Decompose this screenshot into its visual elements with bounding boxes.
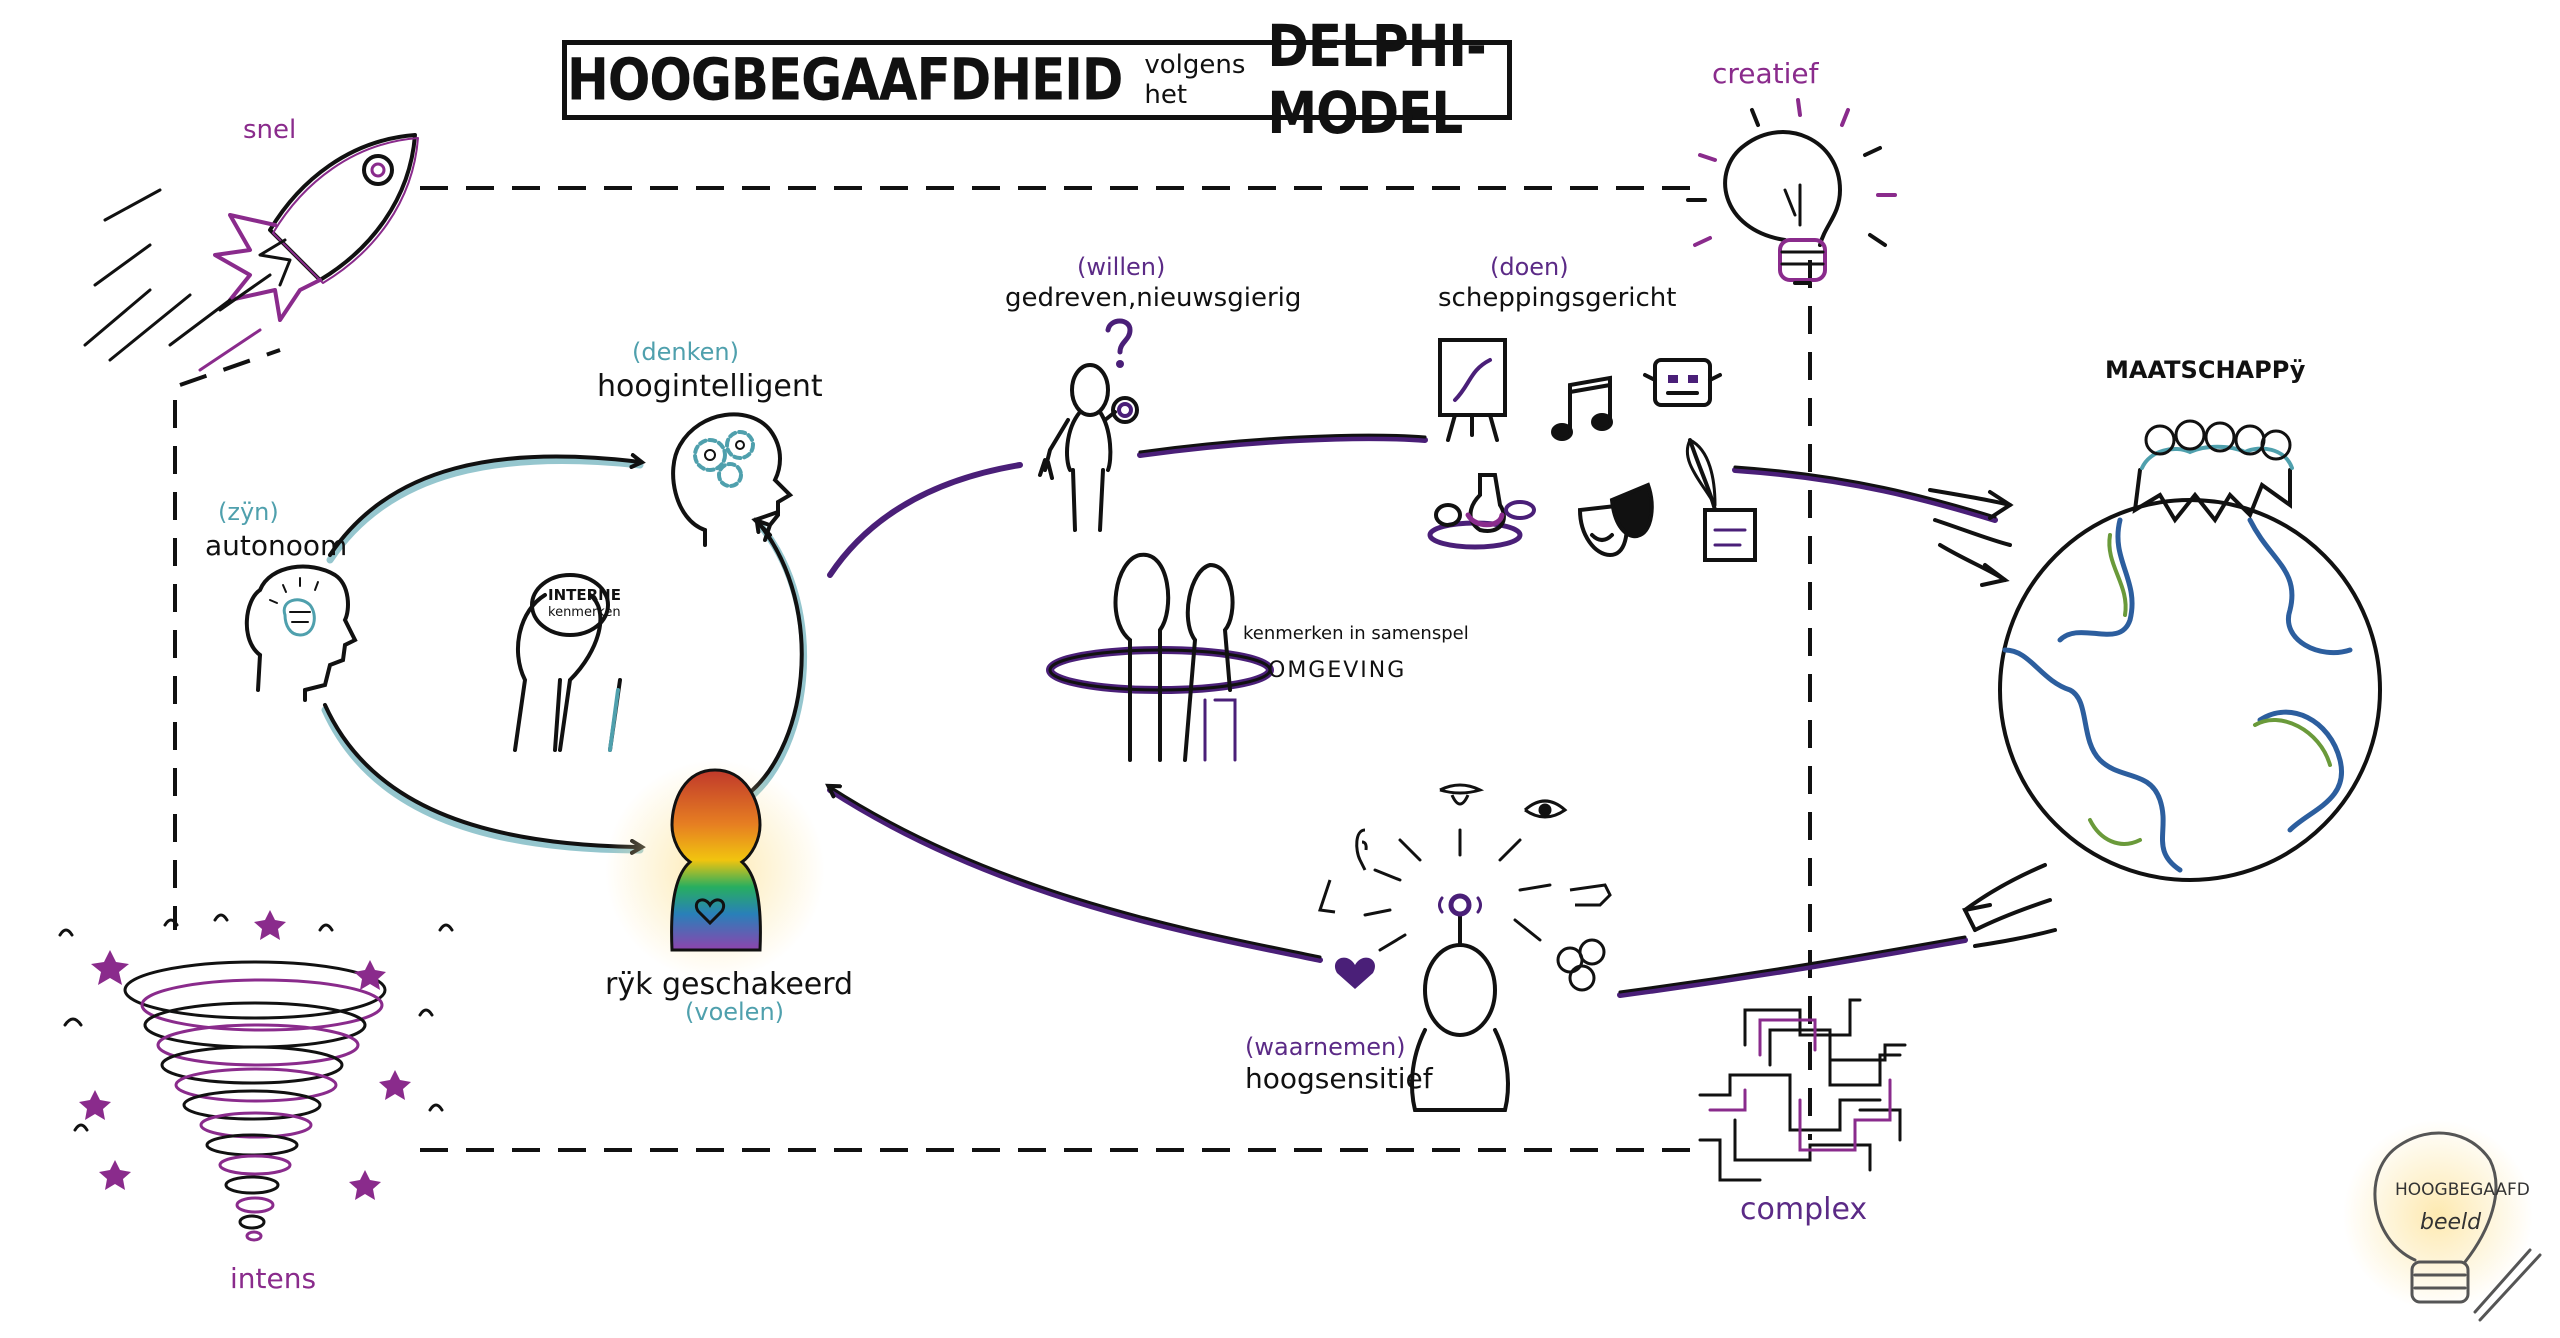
label-kenmerken: kenmerken (548, 605, 621, 620)
faces-icon (1556, 938, 1606, 992)
nose-icon (1318, 879, 1336, 914)
maze-accent (1708, 1018, 1892, 1152)
tornado-swirls (58, 913, 454, 1132)
diagram-title: HOOGBEGAAFDHEID volgens het DELPHI-MODEL (562, 13, 1512, 147)
label-scheppingsgericht: scheppingsgericht (1438, 283, 1677, 313)
rocket-icon (83, 133, 419, 372)
easel-icon (1438, 338, 1507, 442)
label-autonoom: autonoom (205, 529, 348, 562)
title-part-2: volgens het (1144, 50, 1246, 110)
ear-icon (1355, 828, 1368, 871)
hand-icon (1569, 883, 1612, 907)
tornado-debris (79, 910, 411, 1200)
environment-figures (1046, 552, 1274, 762)
title-part-1: HOOGBEGAAFDHEID (567, 46, 1123, 114)
tag-waarnemen: (waarnemen) (1245, 1033, 1406, 1061)
label-samenspel: kenmerken in samenspel (1243, 623, 1469, 644)
tag-voelen: (voelen) (685, 998, 785, 1026)
tornado-icon (123, 960, 387, 1242)
label-rijk-geschakeerd: rÿk geschakeerd (605, 967, 854, 1002)
question-dot (1116, 360, 1124, 368)
autonoom-head-icon (244, 564, 358, 702)
arrow-head-intelligent (751, 510, 780, 537)
rainbow-person-icon (670, 768, 762, 952)
logo-glow (2343, 1120, 2533, 1310)
curious-person-icon (1038, 363, 1139, 532)
logo-line-1: HOOGBEGAAFD (2395, 1180, 2530, 1200)
logo-bulb-icon (2373, 1131, 2542, 1322)
robot-icon (1643, 358, 1722, 407)
title-part-3: DELPHI-MODEL (1267, 13, 1486, 147)
label-creatief: creatief (1712, 57, 1819, 90)
lightbulb-icon (1686, 98, 1897, 285)
heart-small-icon (695, 898, 725, 926)
label-complex: complex (1740, 1192, 1868, 1227)
arrows-to-society (1928, 488, 2014, 587)
potion-icon (1427, 473, 1536, 550)
maze-icon (1698, 998, 1907, 1182)
internal-traits-figures (513, 573, 622, 752)
label-hoogintelligent: hoogintelligent (597, 369, 823, 404)
label-maatschappij: MAATSCHAPPÿ (2105, 356, 2306, 384)
question-mark-icon (1105, 318, 1133, 355)
right-cycle-arrows (825, 433, 1998, 998)
label-snel: snel (243, 115, 297, 145)
label-omgeving: OMGEVING (1268, 658, 1407, 683)
label-intens: intens (230, 1262, 317, 1295)
label-interne: INTERNE (548, 586, 621, 604)
globe-icon (1998, 419, 2382, 882)
tongue-icon (1439, 783, 1485, 806)
sensitive-person-icon (1363, 828, 1552, 1112)
tag-doen: (doen) (1490, 253, 1569, 281)
theater-masks-icon (1577, 482, 1654, 558)
heart-purple-icon (1334, 957, 1376, 989)
tag-denken: (denken) (632, 338, 739, 366)
eye-icon (1523, 799, 1568, 819)
label-hoogsensitief: hoogsensitief (1245, 1062, 1433, 1095)
quill-icon (1685, 438, 1757, 562)
logo-line-2: beeld (2420, 1210, 2482, 1235)
music-notes-icon (1551, 375, 1613, 441)
tag-willen: (willen) (1077, 253, 1166, 281)
label-gedreven: gedreven,nieuwsgierig (1005, 283, 1302, 313)
thinking-head-icon (671, 412, 794, 547)
tag-zijn: (zÿn) (218, 498, 279, 526)
dashed-frame (173, 186, 1812, 1152)
arrows-from-society (1962, 863, 2057, 948)
